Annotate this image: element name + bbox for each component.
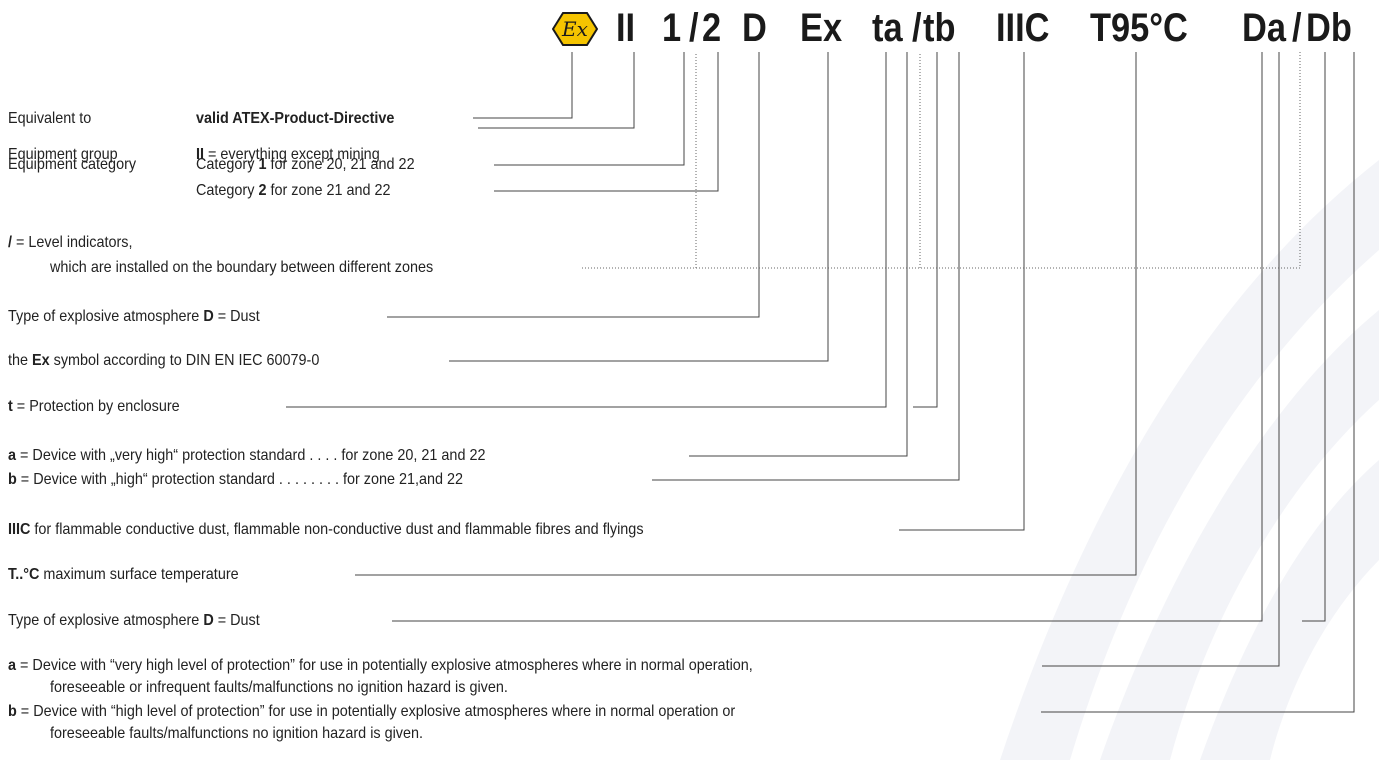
atmosphere-2-pre: Type of explosive atmosphere (8, 612, 204, 629)
ex-symbol-code: Ex (32, 352, 50, 369)
header-category-2: 2 (702, 6, 722, 50)
atmosphere-2-post: = Dust (213, 612, 260, 629)
epl-a-code: a (8, 657, 17, 674)
level-indicators-definition: / = Level indicators, (8, 234, 132, 252)
header-protection-b: tb (923, 6, 956, 50)
iiic-text: for flammable conductive dust, flammable… (30, 521, 644, 538)
enclosure-definition: t = Protection by enclosure (8, 398, 180, 416)
level-code: / (8, 234, 13, 251)
header-dust-group: IIIC (996, 6, 1050, 50)
header-group: II (616, 6, 636, 50)
level-line-2: which are installed on the boundary betw… (50, 259, 434, 276)
ex-symbol-pre: the (8, 352, 33, 369)
header-ex: Ex (800, 6, 843, 50)
iiic-code: IIIC (8, 521, 31, 538)
group-text: = everything except mining (204, 146, 380, 163)
epl-b-code: b (8, 703, 17, 720)
ex-mark-text: Ex (561, 17, 588, 41)
atmosphere-1-definition: Type of explosive atmosphere D = Dust (8, 308, 260, 326)
level-line-1: = Level indicators, (12, 234, 133, 251)
category-1-code: 1 (258, 156, 267, 173)
header-epl-a: Da (1242, 6, 1286, 50)
atmosphere-2-code: D (203, 612, 214, 629)
epl-a-definition: a = Device with “very high level of prot… (8, 657, 753, 675)
enclosure-text: = Protection by enclosure (12, 398, 180, 415)
header-category-1: 1 (662, 6, 682, 50)
temperature-code: T..°C (8, 566, 40, 583)
atmosphere-1-code: D (203, 308, 214, 325)
protection-b-definition: b = Device with „high“ protection standa… (8, 471, 463, 489)
header-slash-3: / (1292, 6, 1302, 50)
protection-a-code: a (8, 447, 17, 464)
header-atmosphere: D (742, 6, 767, 50)
category-2-definition: Category 2 for zone 21 and 22 (196, 182, 391, 200)
epl-a-line-2: foreseeable or infrequent faults/malfunc… (50, 679, 508, 696)
ex-symbol-post: symbol according to DIN EN IEC 60079-0 (49, 352, 320, 369)
category-1-definition: Category 1 for zone 20, 21 and 22 (196, 156, 415, 174)
epl-b-line-2: foreseeable faults/malfunctions no ignit… (50, 725, 424, 742)
ex-symbol-definition: the Ex symbol according to DIN EN IEC 60… (8, 352, 319, 370)
category-1-word: Category (196, 156, 255, 173)
protection-a-definition: a = Device with „very high“ protection s… (8, 447, 485, 465)
epl-b-line-1: = Device with “high level of protection”… (16, 703, 736, 720)
category-2-text: for zone 21 and 22 (270, 182, 391, 199)
group-code: II (196, 146, 205, 163)
temperature-definition: T..°C maximum surface temperature (8, 566, 239, 584)
category-2-code: 2 (258, 182, 267, 199)
category-1-text: for zone 20, 21 and 22 (270, 156, 415, 173)
header-protection-a: ta (872, 6, 903, 50)
protection-b-code: b (8, 471, 17, 488)
header-epl-b: Db (1306, 6, 1352, 50)
header-slash-2: / (912, 6, 922, 50)
equivalent-label: Equivalent to (8, 110, 92, 127)
ex-hexagon-icon: Ex (552, 12, 598, 46)
epl-b-definition: b = Device with “high level of protectio… (8, 703, 735, 721)
group-label: Equipment group (8, 146, 118, 163)
equivalent-value: valid ATEX-Product-Directive (196, 110, 395, 127)
category-label: Equipment category (8, 156, 137, 173)
group-definition: II = everything except mining (196, 146, 380, 164)
protection-b-text: = Device with „high“ protection standard… (16, 471, 464, 488)
enclosure-code: t (8, 398, 13, 415)
temperature-text: maximum surface temperature (39, 566, 239, 583)
header-temperature: T95°C (1090, 6, 1188, 50)
iiic-definition: IIIC for flammable conductive dust, flam… (8, 521, 644, 539)
header-slash-1: / (689, 6, 699, 50)
atmosphere-1-pre: Type of explosive atmosphere (8, 308, 204, 325)
epl-a-line-1: = Device with “very high level of protec… (16, 657, 753, 674)
atmosphere-2-definition: Type of explosive atmosphere D = Dust (8, 612, 260, 630)
protection-a-text: = Device with „very high“ protection sta… (16, 447, 486, 464)
category-2-word: Category (196, 182, 255, 199)
atmosphere-1-post: = Dust (213, 308, 260, 325)
